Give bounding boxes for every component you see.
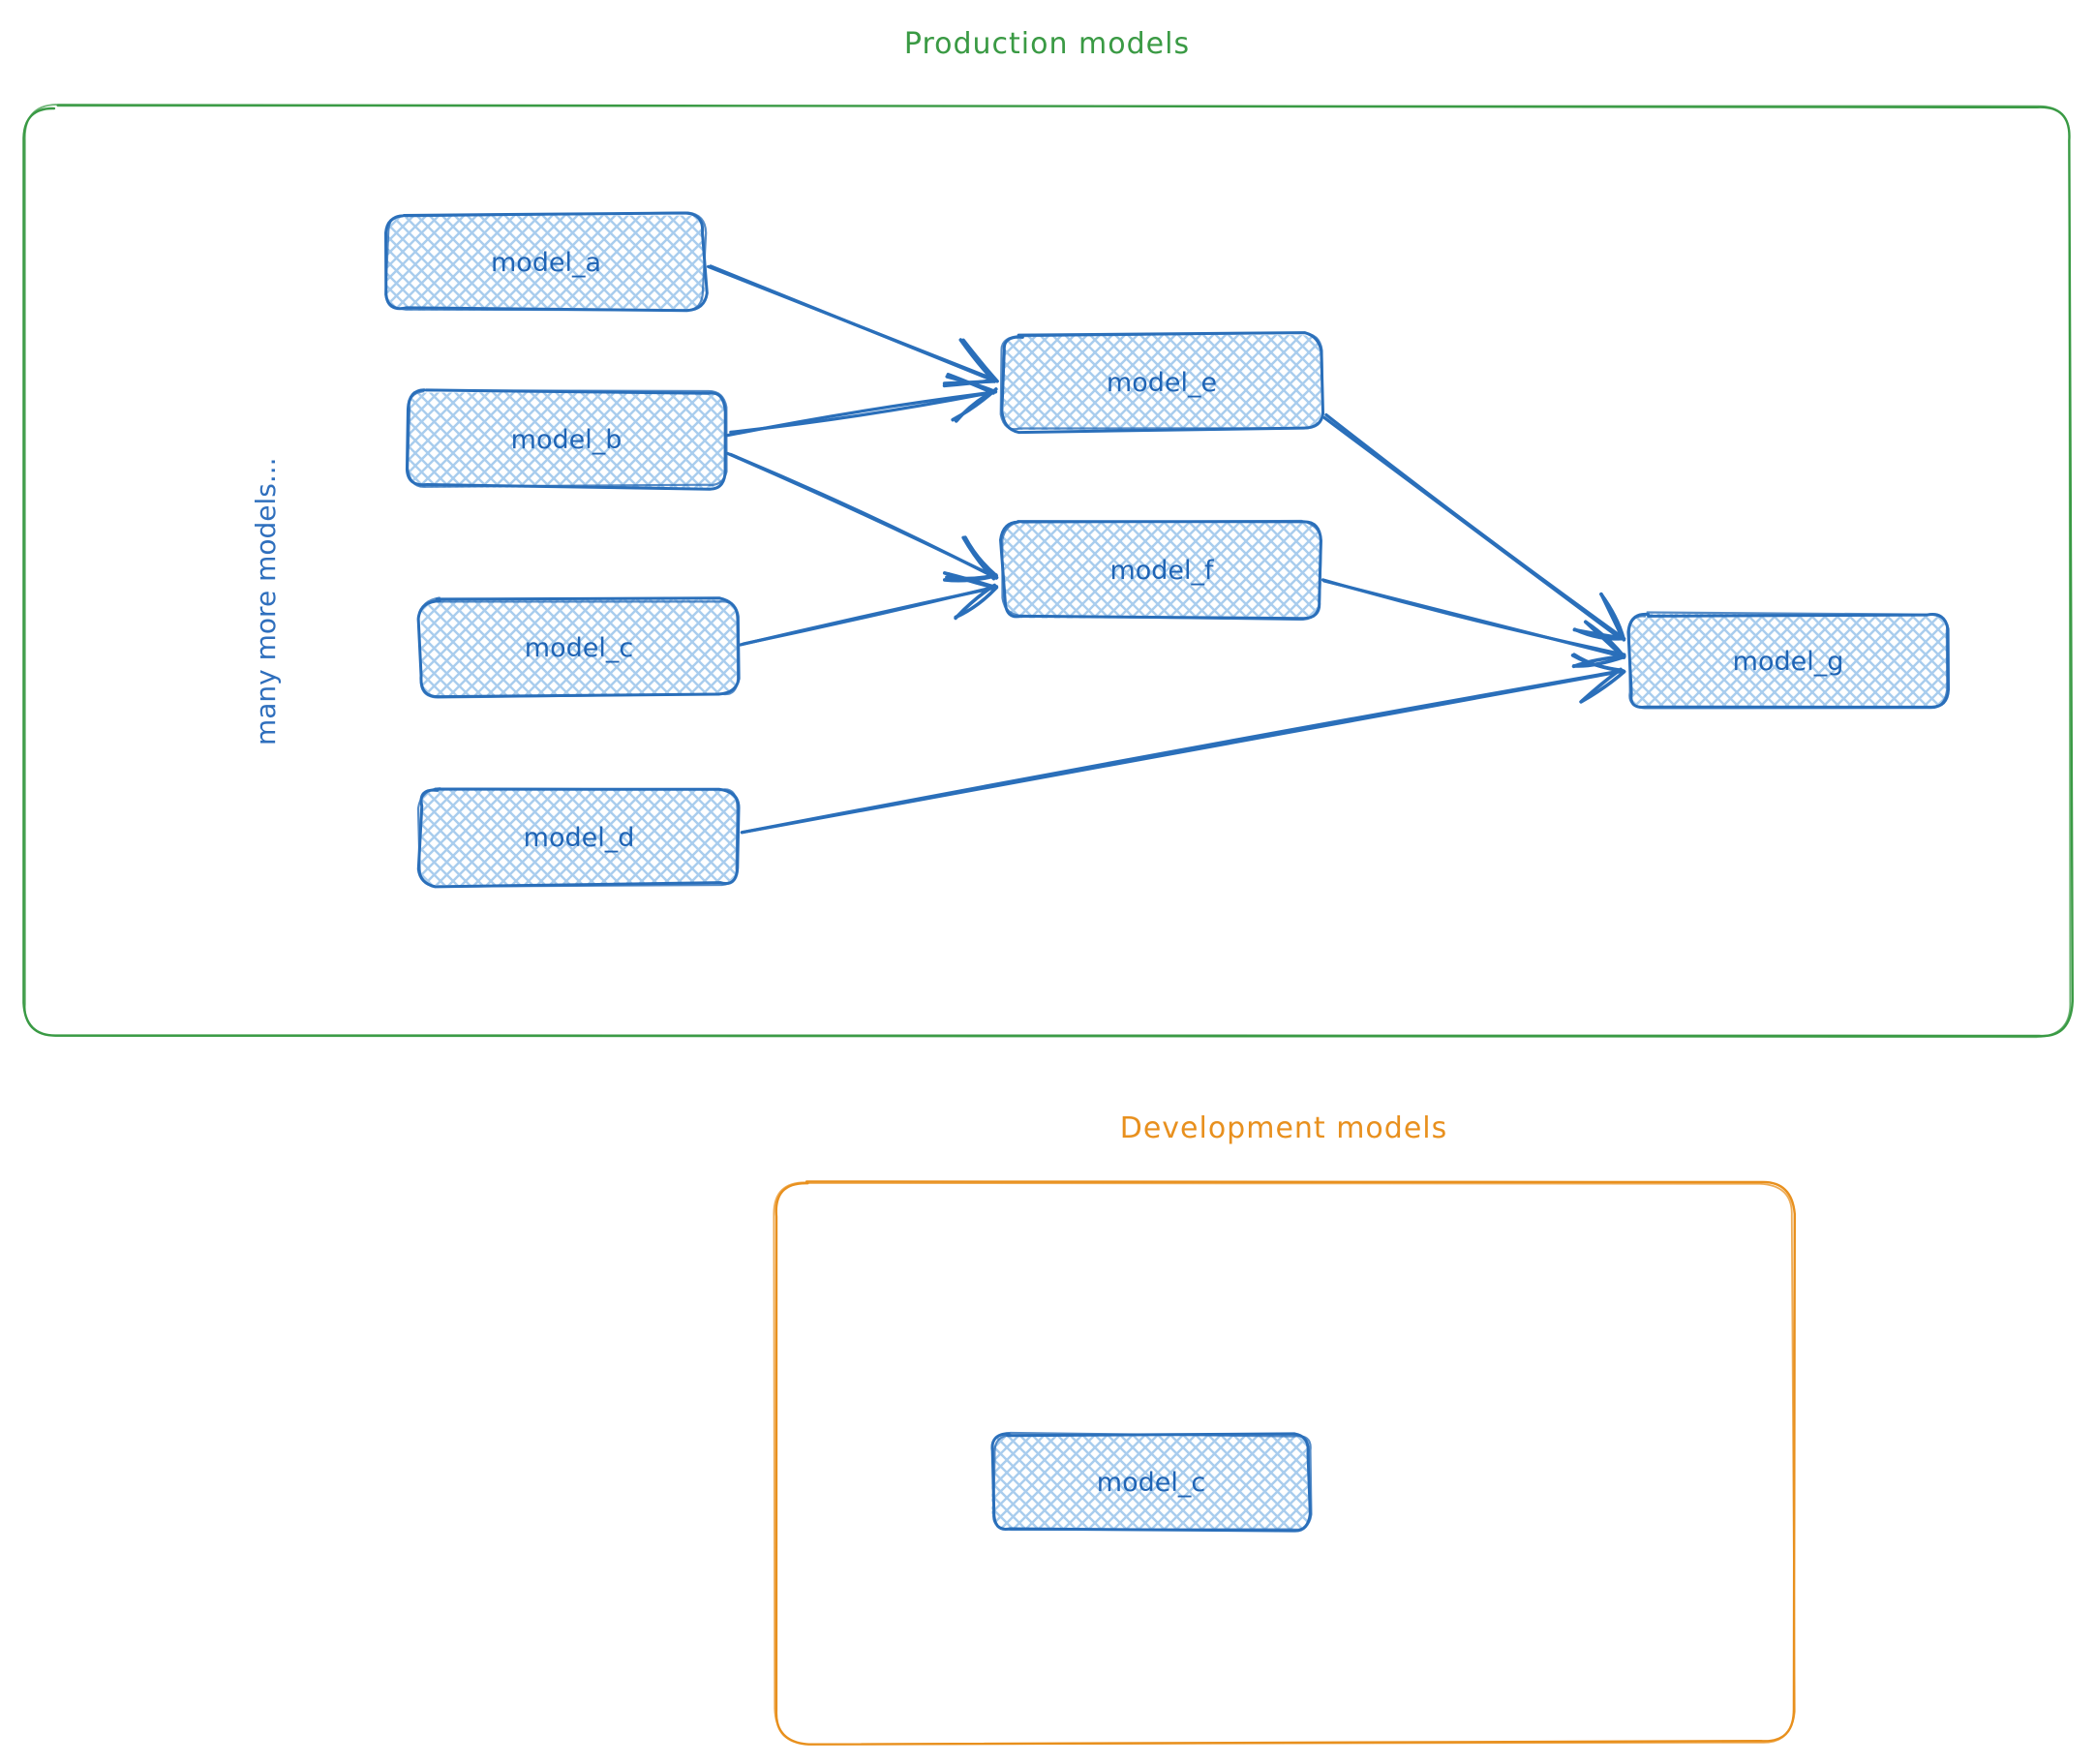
node-model_e[interactable] xyxy=(999,331,1325,435)
edge-model_f-to-model_g xyxy=(1321,578,1626,669)
group-box-development xyxy=(773,1180,1797,1746)
edge-model_e-to-model_g xyxy=(1322,412,1626,642)
node-model_g[interactable] xyxy=(1626,611,1951,710)
node-model_f[interactable] xyxy=(999,519,1322,622)
node-model_a[interactable] xyxy=(384,211,709,313)
edge-model_a-to-model_e xyxy=(706,264,999,388)
node-boxes-layer xyxy=(384,211,1951,1533)
edge-model_b-to-model_f xyxy=(726,451,999,583)
edge-model_b-to-model_e xyxy=(725,373,998,438)
group-boxes-layer xyxy=(22,104,2075,1746)
edges-layer xyxy=(706,264,1626,835)
node-model_c_dev[interactable] xyxy=(990,1431,1313,1533)
edge-model_d-to-model_g xyxy=(740,653,1626,835)
node-model_b[interactable] xyxy=(405,388,728,491)
node-model_c_prod[interactable] xyxy=(416,596,741,699)
node-model_d[interactable] xyxy=(416,787,741,889)
group-box-production xyxy=(22,104,2075,1039)
edge-model_c-to-model_f xyxy=(739,571,999,647)
